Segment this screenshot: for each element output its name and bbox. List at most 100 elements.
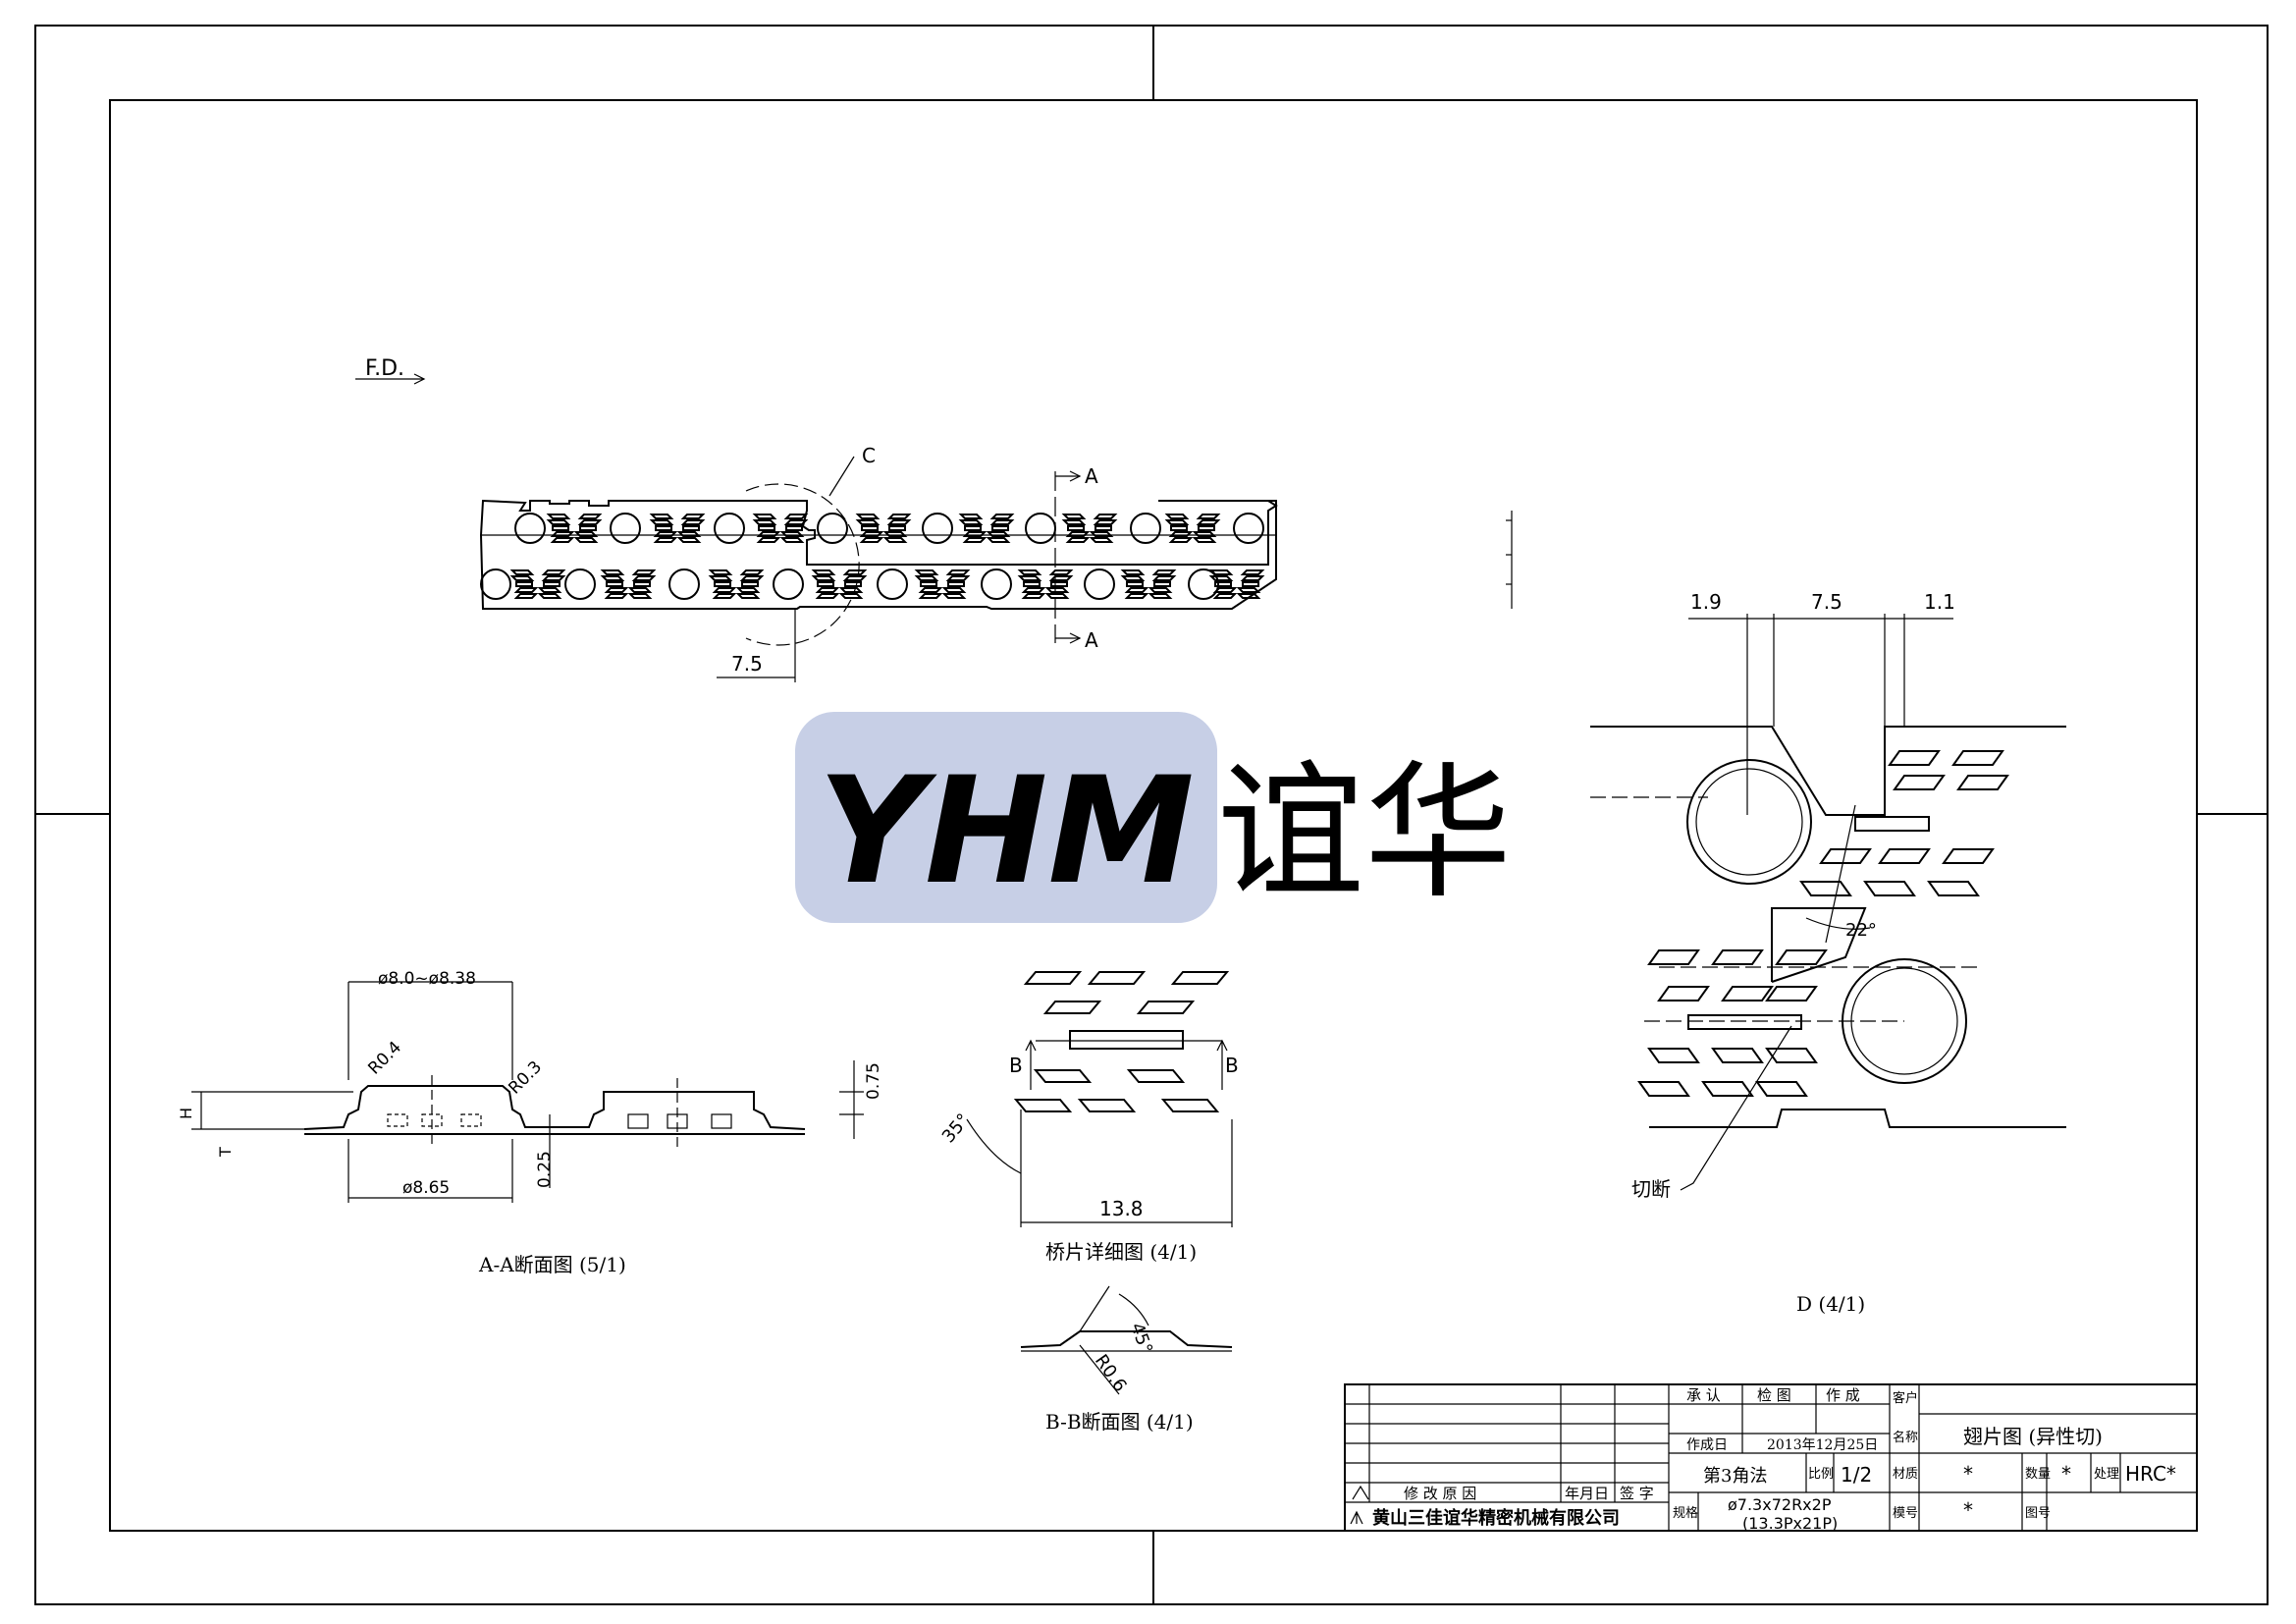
louver-slot xyxy=(631,569,657,575)
louver-slot xyxy=(627,587,653,593)
louver-slot xyxy=(1065,537,1091,543)
approve-header: 承 认 xyxy=(1686,1386,1721,1404)
louver-slot xyxy=(1208,569,1234,575)
louver-slot xyxy=(537,593,562,599)
d-louver xyxy=(1657,986,1710,1001)
strip-hole xyxy=(1084,568,1115,600)
louver-slot xyxy=(842,575,868,581)
louver-slot xyxy=(914,575,939,581)
louver-slot xyxy=(606,581,623,587)
louver-slot xyxy=(783,514,809,519)
louver-slot xyxy=(1148,593,1173,599)
d-louver xyxy=(1755,1081,1808,1097)
louver-slot xyxy=(859,531,884,537)
strip-hole xyxy=(1130,513,1161,544)
louver-slot xyxy=(886,514,912,519)
louver-slot xyxy=(962,531,988,537)
d-bridge-slot xyxy=(1854,816,1930,832)
d-louver xyxy=(1942,848,1995,864)
d-bridge-slot xyxy=(1687,1014,1802,1030)
louver-slot xyxy=(513,593,539,599)
d-louver xyxy=(1701,1081,1754,1097)
louver-slot xyxy=(1124,587,1149,593)
dim-1-1: 1.1 xyxy=(1924,590,1955,614)
company-name: 黄山三佳谊华精密机械有限公司 xyxy=(1372,1507,1620,1529)
louver-slot xyxy=(756,537,781,543)
created-date: 2013年12月25日 xyxy=(1767,1437,1878,1453)
louver-slot xyxy=(1021,587,1046,593)
drawing-name: 翅片图 (异性切) xyxy=(1963,1425,2103,1448)
section-a-top-label: A xyxy=(1085,464,1098,488)
d-louver xyxy=(1765,1048,1818,1063)
louver-slot xyxy=(712,593,737,599)
watermark-brand-text: 谊华 xyxy=(1217,748,1512,919)
louver-slot xyxy=(1192,531,1217,537)
rev-date-header: 年月日 xyxy=(1565,1485,1609,1502)
section-b-right: B xyxy=(1225,1054,1239,1077)
model-label: 模号 xyxy=(1893,1506,1918,1521)
bridge-louver xyxy=(1126,1069,1186,1083)
title-block: 修 改 原 因 年月日 签 字 黄山三佳谊华精密机械有限公司 承 认 检 图 作… xyxy=(1344,1383,2198,1533)
strip-hole xyxy=(480,568,511,600)
louver-slot xyxy=(712,587,737,593)
strip-hole xyxy=(668,568,700,600)
louver-slot xyxy=(1044,587,1070,593)
detail-c-circle xyxy=(745,483,860,646)
louver-slot xyxy=(962,537,988,543)
base-dim: ø8.65 xyxy=(402,1178,450,1198)
louver-slot xyxy=(1153,581,1171,587)
material-value: * xyxy=(1963,1462,1973,1486)
louver-slot xyxy=(989,514,1015,519)
projection-method: 第3角法 xyxy=(1703,1466,1767,1487)
section-a-bottom-label: A xyxy=(1085,628,1098,652)
louver-slot xyxy=(1170,525,1188,531)
louver-slot xyxy=(579,525,597,531)
louver-slot xyxy=(947,581,965,587)
louver-slot xyxy=(600,575,625,581)
louver-slot xyxy=(627,593,653,599)
louver-slot xyxy=(838,587,864,593)
louver-slot xyxy=(604,587,629,593)
louver-slot xyxy=(817,581,834,587)
bridge-slot xyxy=(1069,1030,1184,1050)
collar-right-outer xyxy=(1842,958,1967,1084)
d-louver xyxy=(1711,949,1764,965)
louver-slot xyxy=(1148,587,1173,593)
louver-slot xyxy=(855,514,881,519)
feed-direction: F.D. xyxy=(355,356,426,385)
d-louver xyxy=(1637,1081,1690,1097)
model-value: * xyxy=(1963,1498,1973,1522)
bridge-louver xyxy=(1160,1099,1220,1112)
louver-slot xyxy=(1089,531,1114,537)
louver-slot xyxy=(1214,581,1232,587)
louver-slot xyxy=(958,514,984,519)
louver-slot xyxy=(600,569,625,575)
louver-slot xyxy=(509,569,535,575)
louver-slot xyxy=(888,525,906,531)
bridge-louver xyxy=(1170,971,1230,985)
treatment-value: HRC* xyxy=(2125,1462,2176,1486)
louver-slot xyxy=(815,587,840,593)
bridge-louver xyxy=(1077,1099,1137,1112)
louver-slot xyxy=(550,537,575,543)
louver-slot xyxy=(633,581,651,587)
strip-holes xyxy=(480,513,1264,600)
louver-slot xyxy=(653,531,678,537)
louver-slot xyxy=(515,581,533,587)
d-louver xyxy=(1863,881,1916,896)
strip-hole xyxy=(610,513,641,544)
scale-label: 比例 xyxy=(1808,1467,1834,1482)
section-b-left: B xyxy=(1009,1054,1023,1077)
louver-slot xyxy=(1017,569,1042,575)
detail-d-view: 1.9 7.5 1.1 22° 切断 D (4/1) xyxy=(1590,590,2066,1316)
louver-slot xyxy=(752,514,777,519)
louver-slot xyxy=(550,531,575,537)
louver-slot xyxy=(779,531,805,537)
louver-slot xyxy=(541,569,566,575)
louver-slot xyxy=(708,569,733,575)
r-top-dim: R0.4 xyxy=(364,1038,405,1079)
spec-line2: (13.3Px21P) xyxy=(1742,1514,1838,1533)
louver-slot xyxy=(1236,593,1261,599)
strip-hole xyxy=(773,568,804,600)
louver-slot xyxy=(1093,519,1118,525)
